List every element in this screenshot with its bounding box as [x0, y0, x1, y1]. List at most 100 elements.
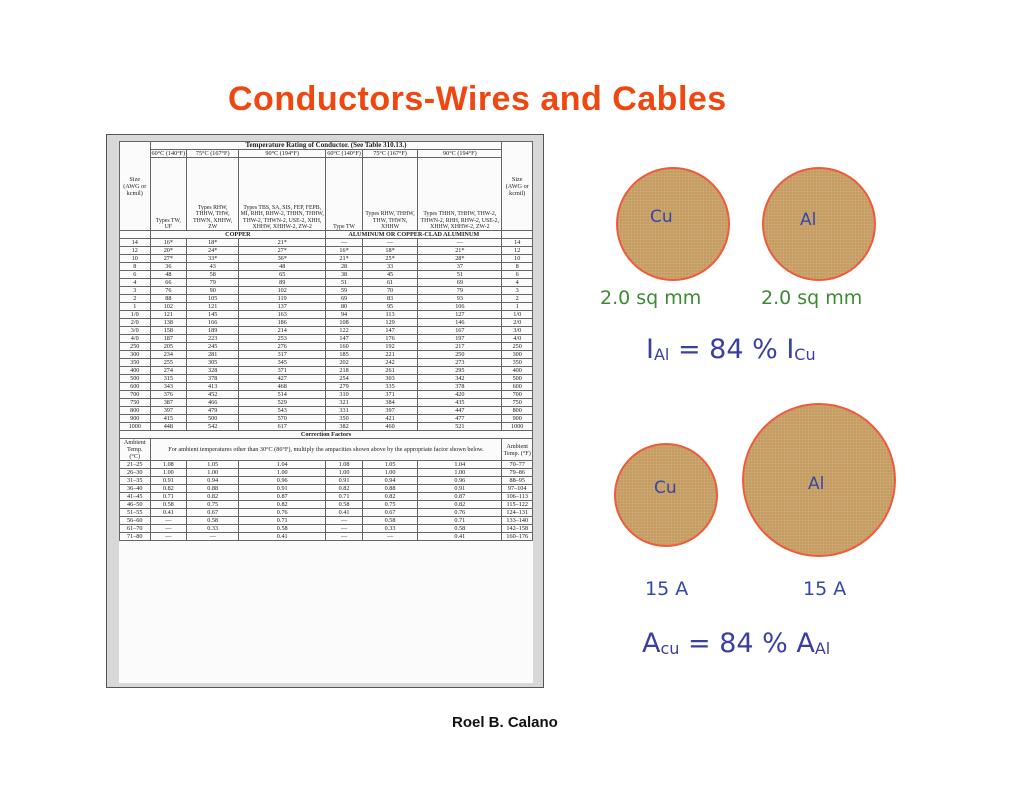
aluminum-label: ALUMINUM OR COPPER-CLAD ALUMINUM — [325, 230, 503, 239]
table-cell: 0.71 — [417, 516, 503, 525]
table-cell: 0.87 — [238, 492, 327, 501]
table-cell: 133–140 — [501, 516, 533, 525]
table-cell: 279 — [325, 382, 363, 391]
table-cell: 253 — [238, 334, 327, 343]
table-cell: 421 — [361, 414, 419, 423]
table-cell: 167 — [417, 326, 503, 335]
table-cell: 142–158 — [501, 524, 533, 533]
table-cell: 218 — [325, 366, 363, 375]
table-cell: 48 — [238, 262, 327, 271]
nec-ampacity-table-image: Size (AWG or kcmil) Temperature Rating o… — [106, 134, 544, 688]
table-cell: — — [361, 238, 419, 247]
table-cell: 36* — [238, 254, 327, 263]
table-cell: 542 — [186, 422, 240, 431]
table-cell: 1.05 — [361, 460, 419, 469]
table-cell: 0.58 — [186, 516, 240, 525]
table-cell: 0.75 — [361, 500, 419, 509]
table-cell: 0.88 — [361, 484, 419, 493]
table-cell: 335 — [361, 382, 419, 391]
table-cell: 166 — [186, 318, 240, 327]
table-cell: 24* — [186, 246, 240, 255]
table-cell: 137 — [238, 302, 327, 311]
table-cell: 900 — [501, 414, 533, 423]
size-header-left: Size (AWG or kcmil) — [119, 141, 151, 231]
table-cell: 435 — [417, 398, 503, 407]
table-cell: 0.41 — [417, 532, 503, 541]
table-cell: 61 — [361, 278, 419, 287]
table-cell: 33* — [186, 254, 240, 263]
nec-ampacity-table: Size (AWG or kcmil) Temperature Rating o… — [119, 141, 533, 541]
table-cell: 2/0 — [501, 318, 533, 327]
table-cell: 350 — [325, 414, 363, 423]
table-cell: 315 — [149, 374, 188, 383]
table-cell: 21* — [238, 238, 327, 247]
table-cell: 14 — [501, 238, 533, 247]
table-cell: 14 — [119, 238, 151, 247]
table-cell: 27* — [238, 246, 327, 255]
table-cell: 160 — [325, 342, 363, 351]
table-cell: 371 — [238, 366, 327, 375]
table-cell: 0.58 — [361, 516, 419, 525]
table-cell: 214 — [238, 326, 327, 335]
table-cell: 71–80 — [119, 532, 151, 541]
table-cell: 376 — [149, 390, 188, 399]
table-cell: 300 — [119, 350, 151, 359]
eq-rhs-sub: Cu — [794, 345, 816, 364]
ambient-header-right: Ambient Temp. (°F) — [501, 438, 533, 461]
table-cell: 514 — [238, 390, 327, 399]
table-cell: 12 — [119, 246, 151, 255]
slide-title: Conductors-Wires and Cables — [228, 80, 727, 118]
eq-lhs-sub: Al — [653, 345, 670, 364]
table-cell: 305 — [186, 358, 240, 367]
temperature-rating-header: Temperature Rating of Conductor. (See Ta… — [149, 141, 503, 150]
table-cell: 106 — [417, 302, 503, 311]
table-cell: 97–104 — [501, 484, 533, 493]
table-cell: 1000 — [501, 422, 533, 431]
table-cell: 543 — [238, 406, 327, 415]
table-cell: 254 — [325, 374, 363, 383]
table-cell: 413 — [186, 382, 240, 391]
table-cell: 3/0 — [501, 326, 533, 335]
table-cell: 0.76 — [417, 508, 503, 517]
table-cell: 274 — [149, 366, 188, 375]
table-cell: 415 — [149, 414, 188, 423]
table-cell: 221 — [361, 350, 419, 359]
table-cell: 900 — [119, 414, 151, 423]
table-cell: 146 — [417, 318, 503, 327]
table-cell: 477 — [417, 414, 503, 423]
table-cell: 466 — [186, 398, 240, 407]
table-cell: 3 — [501, 286, 533, 295]
copper-label-top: Cu — [650, 207, 673, 227]
table-cell: 56–60 — [119, 516, 151, 525]
table-cell: 0.58 — [417, 524, 503, 533]
aluminum-label-top: Al — [800, 210, 817, 230]
table-cell: 0.94 — [361, 476, 419, 485]
table-cell: 59 — [325, 286, 363, 295]
table-cell: 350 — [501, 358, 533, 367]
table-cell: 187 — [149, 334, 188, 343]
table-cell: 0.71 — [149, 492, 188, 501]
table-cell: 468 — [238, 382, 327, 391]
table-cell: 6 — [119, 270, 151, 279]
table-cell: 384 — [361, 398, 419, 407]
table-cell: 529 — [238, 398, 327, 407]
table-cell: 147 — [361, 326, 419, 335]
types-col-3: Type TW — [325, 157, 363, 231]
table-cell: 106–113 — [501, 492, 533, 501]
table-cell: 2 — [119, 294, 151, 303]
table-cell: 500 — [119, 374, 151, 383]
table-cell: 160–176 — [501, 532, 533, 541]
